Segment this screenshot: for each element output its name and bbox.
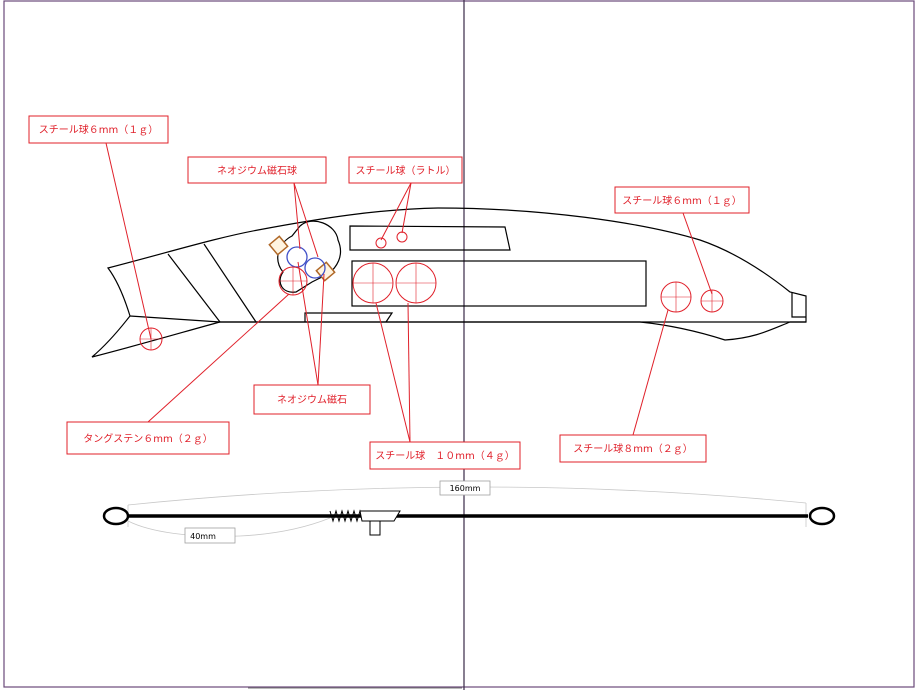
label-text: スチール球８mm（２ｇ）: [573, 442, 692, 455]
leader-rattle-b: [401, 182, 412, 234]
rattle-ball-1: [375, 237, 387, 249]
wire-hook-hanger: [369, 520, 381, 536]
tail-block: [791, 292, 806, 318]
label-text: ネオジウム磁石球: [217, 164, 297, 177]
label-box: [614, 186, 750, 214]
lure-body-outline: [91, 207, 807, 358]
hook-hanger-plate: [304, 312, 394, 323]
leader-neodymium-ball-b: [293, 182, 301, 250]
magnet-holder-left: [268, 235, 289, 256]
crosshair-10mm-1: [353, 263, 393, 303]
label-box: [348, 156, 463, 184]
leader-tungsten: [147, 293, 290, 423]
crosshair-8mm: [661, 282, 691, 312]
page-frame: [3, 0, 915, 690]
label-box: [28, 115, 169, 144]
lip-joint-line: [129, 315, 221, 323]
leader-rattle-a: [380, 182, 412, 241]
label-neodymium-magnet: ネオジウム磁石: [253, 384, 371, 415]
wire-eye-right: [808, 506, 836, 526]
label-box: [187, 156, 327, 184]
neodymium-ball-2: [304, 257, 326, 279]
wire-sinker: [359, 510, 401, 522]
main-weight-chamber: [351, 260, 647, 307]
label-text: スチール球６mm（１ｇ）: [39, 123, 158, 136]
crosshair-10mm-2: [396, 263, 436, 303]
label-text: タングステン６mm（２ｇ）: [83, 432, 212, 445]
label-tungsten-6mm: タングステン６mm（２ｇ）: [66, 421, 230, 455]
dimension-arc-partial: [127, 517, 331, 537]
gill-line-2: [203, 243, 257, 323]
label-box: [559, 434, 707, 463]
label-steel-8mm: スチール球８mm（２ｇ）: [559, 434, 707, 463]
dimension-text: 40mm: [190, 532, 216, 541]
dimension-label-total: 160mm: [439, 480, 491, 496]
label-steel-6mm-left: スチール球６mm（１ｇ）: [28, 115, 169, 144]
label-text: スチール球６mm（１ｇ）: [622, 194, 741, 207]
label-text: スチール球 １０mm（４ｇ）: [375, 449, 514, 462]
label-box: [369, 441, 521, 470]
frame-border: [3, 0, 915, 688]
leader-lines: [105, 142, 713, 443]
label-steel-6mm-right: スチール球６mm（１ｇ）: [614, 186, 750, 214]
wire-eye-left: [102, 506, 130, 526]
rattle-chamber: [349, 225, 511, 251]
gill-line-1: [167, 253, 221, 323]
label-text: スチール球（ラトル）: [356, 164, 456, 177]
leader-neodymium-magnet-b: [317, 273, 325, 386]
leader-steel-10mm-b: [407, 302, 411, 443]
leader-neodymium-magnet-a: [297, 261, 319, 386]
magnet-assembly: [268, 235, 336, 282]
leader-steel-8mm: [632, 309, 669, 436]
lure-body: [91, 207, 807, 358]
label-boxes: スチール球６mm（１ｇ） ネオジウム磁石球 スチール球（ラトル） スチール球６m…: [28, 115, 750, 470]
leader-steel-6mm-left: [105, 142, 152, 340]
label-text: ネオジウム磁石: [277, 393, 347, 406]
dimension-box: [439, 480, 491, 496]
dimension-label-partial: 40mm: [184, 527, 236, 544]
label-box: [66, 421, 230, 455]
dimension-text: 160mm: [450, 484, 481, 493]
label-steel-rattle: スチール球（ラトル）: [348, 156, 463, 184]
wire-spring: [329, 509, 364, 523]
rattle-ball-2: [396, 231, 408, 243]
label-neodymium-ball: ネオジウム磁石球: [187, 156, 327, 184]
leader-neodymium-ball-a: [293, 182, 319, 258]
label-box: [253, 384, 371, 415]
dimension-box: [184, 527, 236, 544]
neodymium-ball-1: [286, 246, 308, 268]
crosshair-tungsten: [279, 267, 307, 295]
leader-steel-6mm-right: [682, 212, 713, 295]
leader-steel-10mm-a: [375, 302, 411, 443]
through-wire: 160mm 40mm: [102, 480, 836, 544]
label-steel-10mm: スチール球 １０mm（４ｇ）: [369, 441, 521, 470]
